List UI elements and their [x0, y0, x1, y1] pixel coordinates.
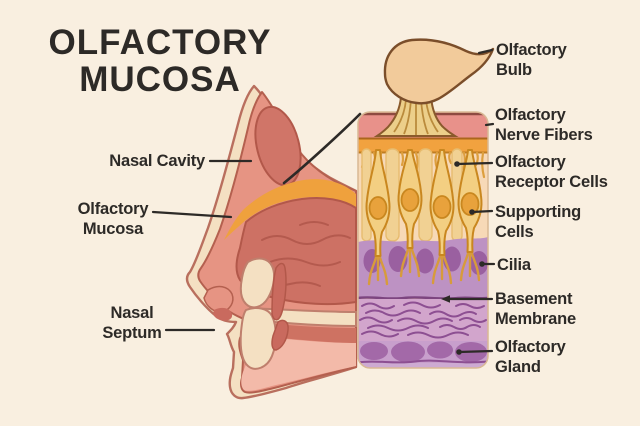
leader-supporting-cells — [470, 209, 494, 214]
cavity-texture-lines — [257, 221, 351, 287]
zoom-indicator-line — [282, 112, 362, 185]
label-olfactory-gland: Olfactory Gland — [495, 338, 566, 376]
receptor-cell — [365, 149, 391, 286]
label-olfactory-bulb: Olfactory Bulb — [496, 41, 567, 79]
leader-lines — [151, 48, 496, 355]
receptor-cell — [429, 149, 455, 285]
septal-cartilage-small — [271, 319, 289, 351]
olfactory-bulb-shape — [383, 38, 495, 105]
label-cilia: Cilia — [497, 256, 531, 274]
label-nasal-cavity: Nasal Cavity — [109, 152, 205, 170]
label-basement-membrane: Basement Membrane — [495, 290, 576, 328]
nostril-shadow — [213, 307, 233, 321]
olfactory-receptor-cells — [365, 149, 483, 286]
mucosa-detail-panel — [358, 112, 488, 368]
receptor-cell — [397, 149, 423, 278]
receptor-cell — [457, 149, 483, 282]
label-supporting-cells: Supporting Cells — [495, 203, 581, 241]
label-nasal-septum: Nasal Septum — [102, 304, 162, 342]
label-olfactory-receptor-cells: Olfactory Receptor Cells — [495, 153, 608, 191]
olfactory-gland-ovals — [360, 341, 487, 363]
leader-nerve-fibers — [484, 122, 495, 127]
nostril-wing — [203, 285, 234, 313]
arrow-basement-membrane — [441, 295, 450, 303]
leader-receptor-cells — [455, 161, 494, 166]
panel-bottom-band — [358, 363, 488, 368]
septal-cartilage — [271, 262, 287, 321]
title-line-1: OLFACTORY — [48, 23, 272, 62]
page-title: OLFACTORY MUCOSA — [15, 24, 305, 98]
olfactory-bulb-group — [373, 38, 495, 137]
nose-cross-section — [185, 84, 358, 400]
leader-olfactory-mucosa — [151, 210, 233, 219]
label-olfactory-nerve-fibers: Olfactory Nerve Fibers — [495, 106, 593, 144]
leader-olfactory-gland — [457, 349, 494, 354]
olfactory-mucosa-region — [224, 179, 356, 240]
nasal-septum-lower — [239, 307, 277, 370]
title-line-2: MUCOSA — [79, 60, 241, 99]
gland-band-wave — [358, 359, 488, 364]
wavy-layer-lines — [359, 301, 487, 339]
leader-olfactory-bulb — [477, 48, 494, 55]
label-olfactory-mucosa: Olfactory Mucosa — [77, 200, 149, 238]
